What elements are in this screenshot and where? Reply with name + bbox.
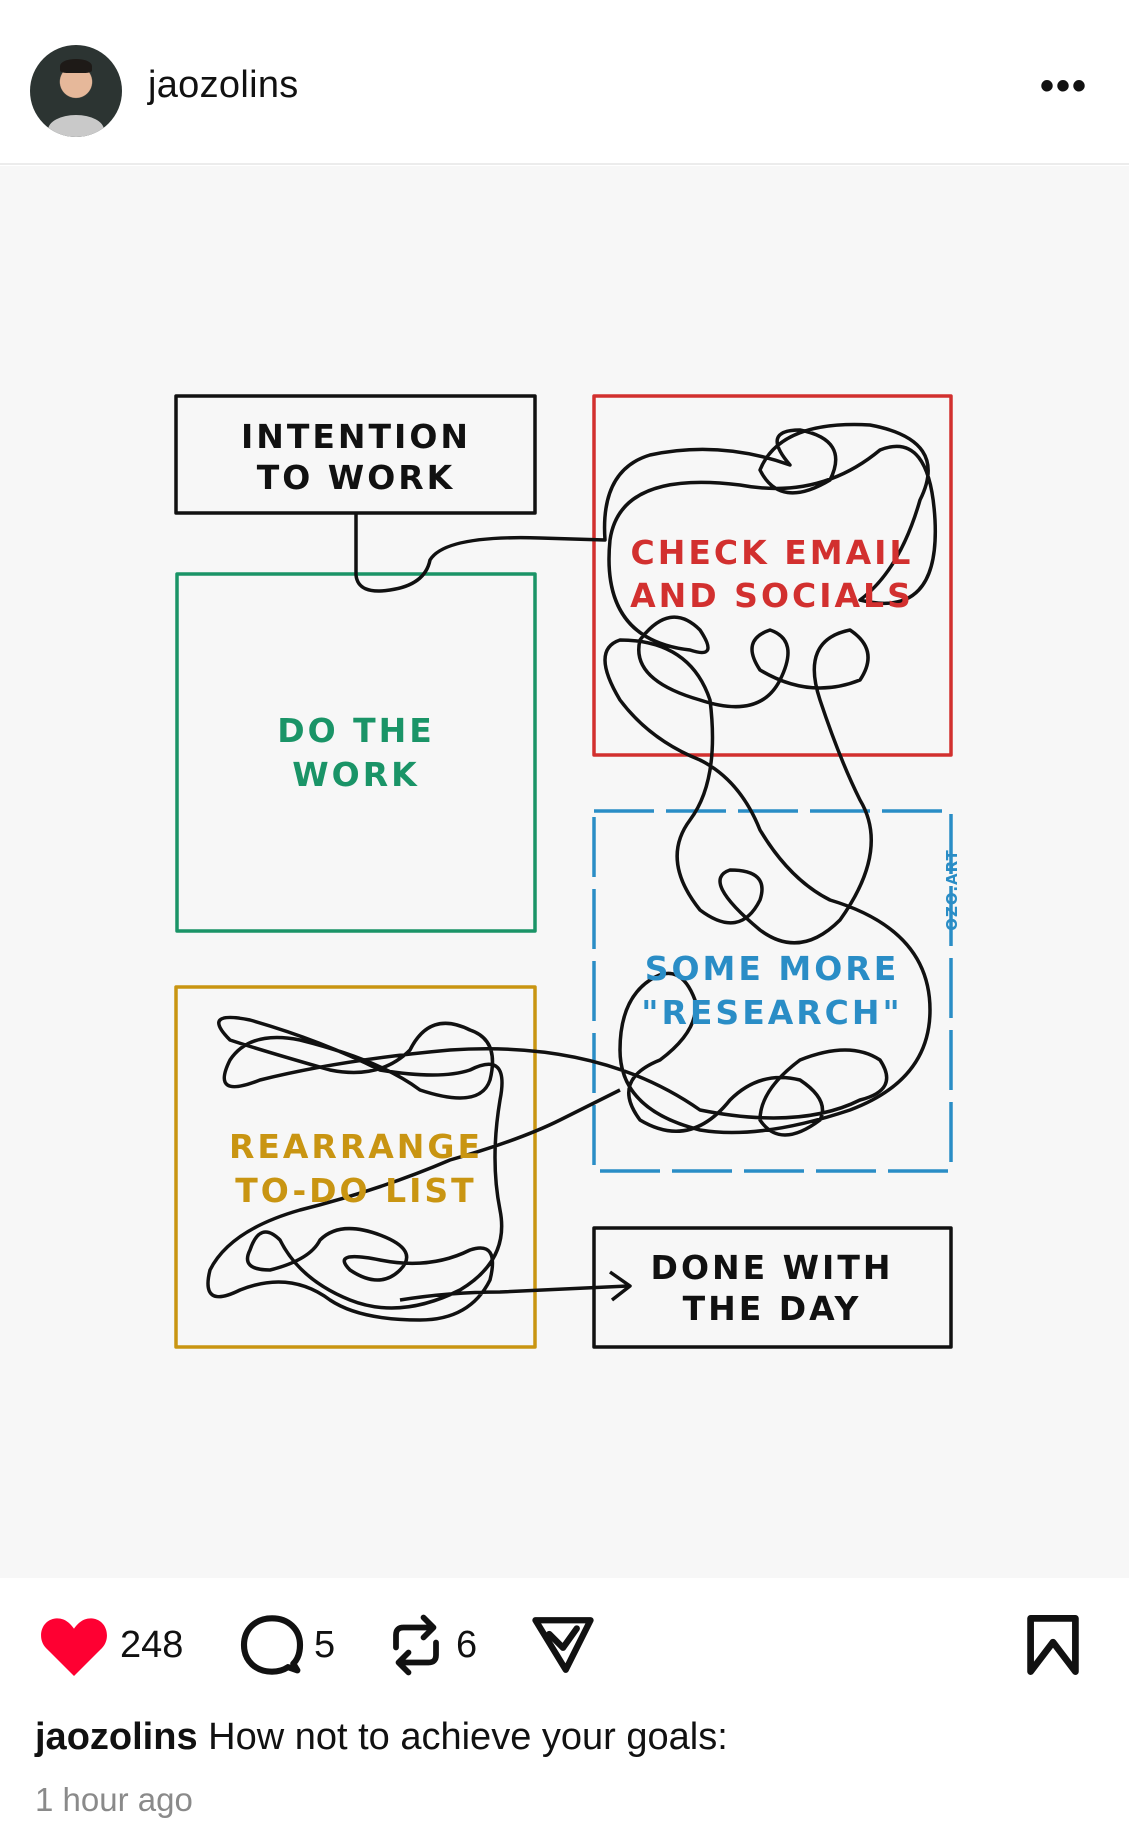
research-label-2: "RESEARCH" (641, 993, 902, 1032)
check-email-box (592, 394, 953, 757)
check-email-label-2: AND SOCIALS (630, 576, 914, 615)
diagram: INTENTION TO WORK DO THE WORK CHECK EMAI… (174, 394, 961, 1349)
intention-label-1: INTENTION (241, 417, 471, 456)
do-work-box (175, 572, 537, 933)
more-horizontal-icon[interactable]: ••• (1040, 64, 1089, 108)
like-count: 248 (120, 1623, 184, 1666)
send-icon (532, 1617, 594, 1673)
done-box (592, 1226, 953, 1349)
username[interactable]: jaozolins (148, 64, 299, 106)
heart-icon (41, 1618, 107, 1676)
bookmark-icon (1027, 1615, 1079, 1675)
do-work-label-1: DO THE (277, 711, 435, 750)
repost-icon (393, 1614, 439, 1676)
rearrange-box (174, 985, 537, 1349)
timestamp: 1 hour ago (35, 1781, 193, 1818)
share-button[interactable] (530, 1610, 596, 1680)
bookmark-button[interactable] (1025, 1610, 1081, 1680)
done-label-2: THE DAY (683, 1289, 862, 1328)
comment-count: 5 (314, 1623, 336, 1666)
like-button[interactable]: 248 (38, 1610, 183, 1680)
watermark: OZO.ART (943, 849, 961, 930)
comment-icon (240, 1615, 304, 1675)
post-header: jaozolins ••• (0, 0, 1129, 165)
rearrange-label-2: TO-DO LIST (235, 1171, 476, 1210)
caption-text: How not to achieve your goals: (208, 1716, 728, 1758)
caption: jaozolins How not to achieve your goals: (35, 1716, 728, 1759)
done-label-1: DONE WITH (651, 1248, 894, 1287)
avatar[interactable] (30, 45, 122, 137)
scribble-path (206, 422, 938, 1322)
repost-button[interactable]: 6 (386, 1610, 477, 1680)
do-work-label-2: WORK (292, 755, 419, 794)
caption-username[interactable]: jaozolins (35, 1716, 198, 1758)
repost-count: 6 (456, 1623, 478, 1666)
rearrange-label-1: REARRANGE (229, 1127, 483, 1166)
research-box (592, 809, 953, 1173)
comment-button[interactable]: 5 (240, 1610, 335, 1680)
arrow-head-icon (608, 1270, 632, 1302)
check-email-label-1: CHECK EMAIL (631, 533, 914, 572)
post-image: INTENTION TO WORK DO THE WORK CHECK EMAI… (0, 166, 1129, 1578)
intention-label-2: TO WORK (257, 458, 456, 497)
action-bar: 248 5 6 (0, 1610, 1129, 1680)
research-label-1: SOME MORE (645, 949, 900, 988)
